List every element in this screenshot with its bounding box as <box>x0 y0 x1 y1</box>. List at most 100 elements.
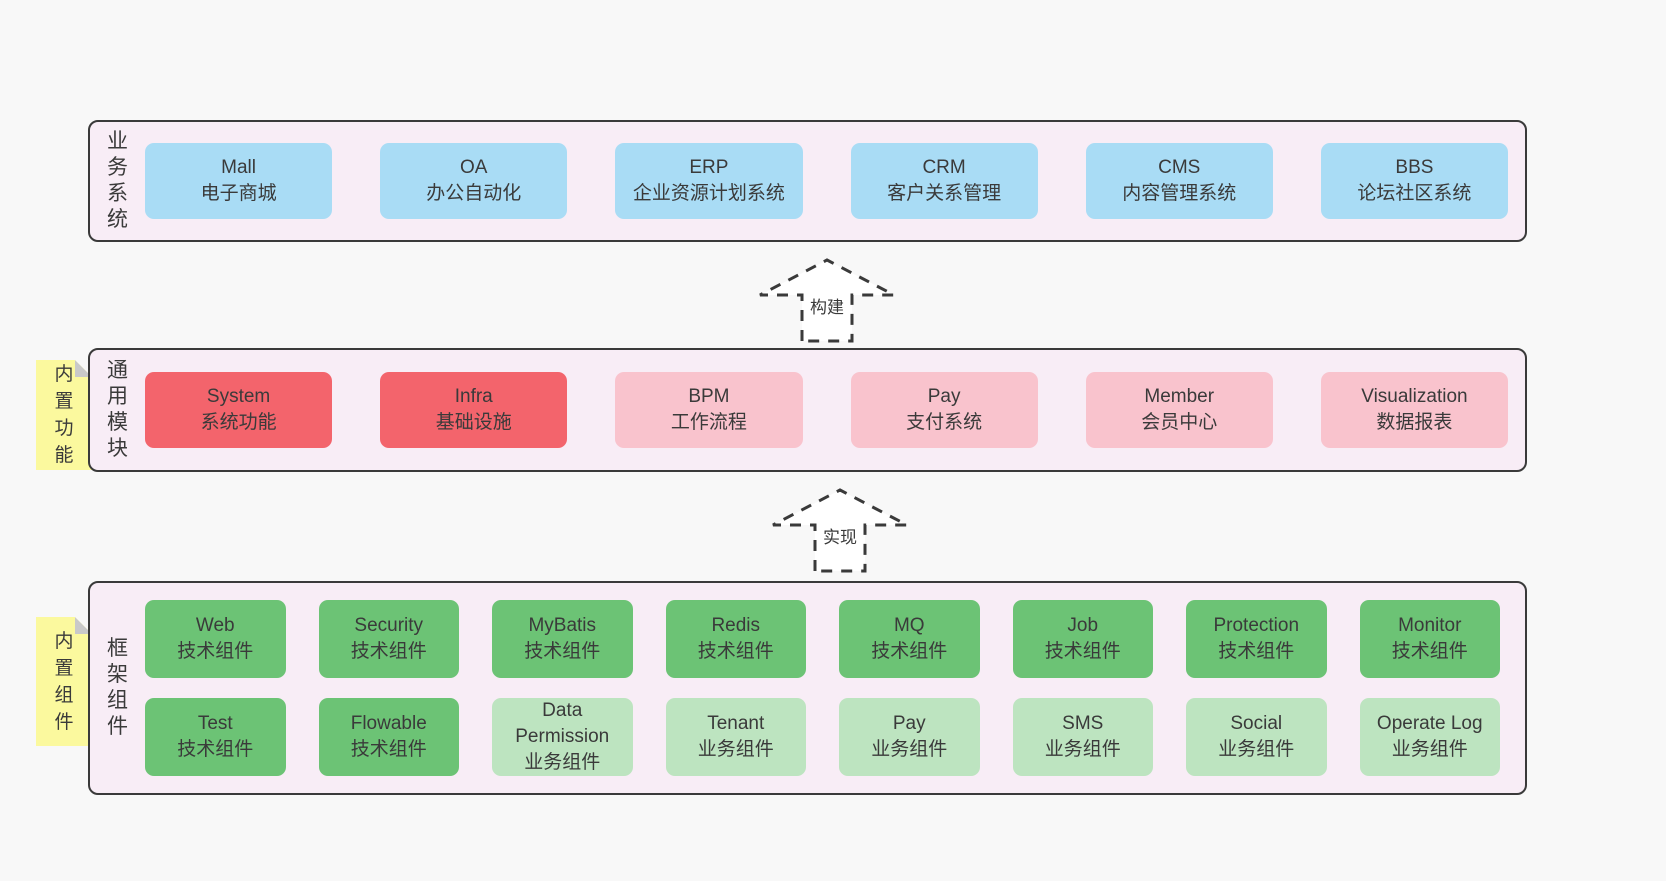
bpm-box: BPM 工作流程 <box>615 372 803 448</box>
layer-title-text: 框架组件 <box>107 637 128 738</box>
box-subtitle: 技术组件 <box>1044 641 1121 662</box>
box-subtitle: 技术组件 <box>524 641 601 662</box>
box-subtitle: 业务组件 <box>1391 739 1468 760</box>
box-name: Infra <box>454 386 493 407</box>
box-name: MyBatis <box>528 615 597 636</box>
arrow-label: 实现 <box>820 523 860 548</box>
layer-title-text: 业务系统 <box>107 130 128 231</box>
sticky-note-built-in-components: 内置组件 <box>36 617 92 746</box>
box-name: System <box>206 386 271 407</box>
member-box: Member 会员中心 <box>1085 372 1273 448</box>
box-name: Flowable <box>350 713 427 734</box>
box-name: Monitor <box>1398 615 1462 636</box>
box-subtitle: 工作流程 <box>670 412 747 433</box>
protection-box: Protection 技术组件 <box>1186 600 1327 678</box>
box-name: Tenant <box>707 713 765 734</box>
mall-box: Mall 电子商城 <box>145 143 333 219</box>
box-subtitle: 数据报表 <box>1376 412 1453 433</box>
box-subtitle: 业务组件 <box>871 739 948 760</box>
box-name: CRM <box>922 157 966 178</box>
box-name: Redis <box>711 615 761 636</box>
implement-arrow: 实现 <box>770 487 910 573</box>
layer-title: 通用模块 <box>90 350 145 470</box>
box-name: Pay <box>927 386 961 407</box>
box-name: Operate Log <box>1376 713 1483 734</box>
box-name: Web <box>195 615 235 636</box>
box-name: Social <box>1230 713 1283 734</box>
social-box: Social 业务组件 <box>1186 698 1327 776</box>
box-subtitle: 企业资源计划系统 <box>632 183 785 204</box>
box-name: BBS <box>1395 157 1434 178</box>
redis-box: Redis 技术组件 <box>665 600 806 678</box>
monitor-box: Monitor 技术组件 <box>1359 600 1500 678</box>
business-systems-layer: 业务系统 Mall 电子商城 OA 办公自动化 ERP 企业资源计划系统 CRM 客户关系管理… <box>88 120 1527 242</box>
sms-box: SMS 业务组件 <box>1012 698 1153 776</box>
box-name: Test <box>197 713 233 734</box>
box-subtitle: 技术组件 <box>350 641 427 662</box>
box-subtitle: 业务组件 <box>1044 739 1121 760</box>
pay-box: Pay 支付系统 <box>850 372 1038 448</box>
layer-title: 框架组件 <box>90 583 145 793</box>
erp-box: ERP 企业资源计划系统 <box>615 143 803 219</box>
box-subtitle: 技术组件 <box>177 739 254 760</box>
box-subtitle: 办公自动化 <box>426 183 522 204</box>
box-subtitle: 技术组件 <box>350 739 427 760</box>
box-name: Pay <box>892 713 926 734</box>
box-subtitle: 技术组件 <box>1391 641 1468 662</box>
box-subtitle: 技术组件 <box>871 641 948 662</box>
layer-title: 业务系统 <box>90 122 145 240</box>
box-subtitle: 技术组件 <box>177 641 254 662</box>
box-name: OA <box>460 157 488 178</box>
box-name: Data Permission <box>515 700 610 747</box>
box-subtitle: 支付系统 <box>906 412 983 433</box>
security-box: Security 技术组件 <box>318 600 459 678</box>
box-subtitle: 业务组件 <box>1218 739 1295 760</box>
crm-box: CRM 客户关系管理 <box>850 143 1038 219</box>
pay-box: Pay 业务组件 <box>839 698 980 776</box>
oa-box: OA 办公自动化 <box>380 143 568 219</box>
mq-box: MQ 技术组件 <box>839 600 980 678</box>
box-name: Mall <box>221 157 256 178</box>
visualization-box: Visualization 数据报表 <box>1320 372 1508 448</box>
tenant-box: Tenant 业务组件 <box>665 698 806 776</box>
box-subtitle: 技术组件 <box>697 641 774 662</box>
box-subtitle: 业务组件 <box>697 739 774 760</box>
mybatis-box: MyBatis 技术组件 <box>492 600 633 678</box>
box-name: BPM <box>688 386 730 407</box>
box-name: Security <box>354 615 424 636</box>
system-box: System 系统功能 <box>145 372 333 448</box>
box-name: ERP <box>689 157 729 178</box>
box-subtitle: 会员中心 <box>1141 412 1218 433</box>
operate-log-box: Operate Log 业务组件 <box>1359 698 1500 776</box>
job-box: Job 技术组件 <box>1012 600 1153 678</box>
bbs-box: BBS 论坛社区系统 <box>1320 143 1508 219</box>
arrow-label: 构建 <box>807 293 847 318</box>
sticky-note-built-in-features: 内置功能 <box>36 360 92 470</box>
layer-title-text: 通用模块 <box>107 359 128 460</box>
box-subtitle: 电子商城 <box>200 183 277 204</box>
build-arrow: 构建 <box>757 257 897 343</box>
box-subtitle: 系统功能 <box>200 412 277 433</box>
flowable-box: Flowable 技术组件 <box>318 698 459 776</box>
box-subtitle: 论坛社区系统 <box>1357 183 1472 204</box>
data-permission-box: Data Permission 业务组件 <box>492 698 633 776</box>
box-name: Visualization <box>1361 386 1468 407</box>
box-subtitle: 内容管理系统 <box>1122 183 1237 204</box>
test-box: Test 技术组件 <box>145 698 286 776</box>
box-name: MQ <box>893 615 925 636</box>
sticky-note-label: 内置组件 <box>54 630 74 733</box>
box-name: Job <box>1067 615 1099 636</box>
web-box: Web 技术组件 <box>145 600 286 678</box>
box-subtitle: 技术组件 <box>1218 641 1295 662</box>
box-subtitle: 客户关系管理 <box>887 183 1002 204</box>
box-name: Member <box>1144 386 1215 407</box>
box-name: SMS <box>1062 713 1104 734</box>
box-subtitle: 业务组件 <box>524 752 601 773</box>
box-name: Protection <box>1213 615 1300 636</box>
